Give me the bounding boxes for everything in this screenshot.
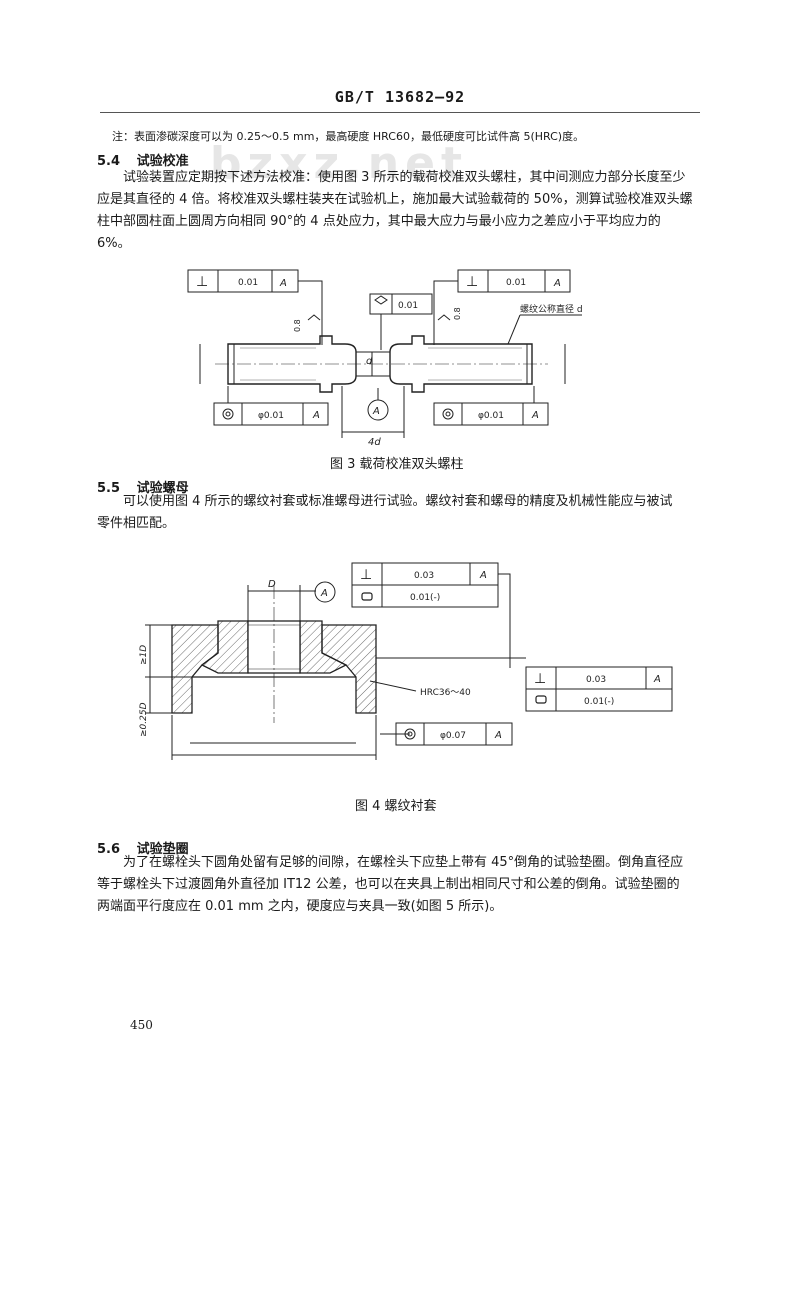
datum-label: A [279,278,287,289]
datum-label: A [312,410,320,421]
datum-label: A [494,730,502,741]
dimension-D: D [268,579,276,590]
flatness-tolerance: 0.01(-) [584,697,614,707]
datum-a-label: A [372,406,380,417]
figure-3-drawing: ⊥ 0.01 A ⊥ 0.01 A 0.01 0.8 0.8 螺纹公称直径 d … [187,269,583,448]
paragraph-line: 零件相匹配。 [97,516,176,531]
section-5-6-body: 为了在螺栓头下圆角处留有足够的间隙，在螺栓头下应垫上带有 45°倒角的试验垫圈。… [97,852,717,918]
dimension-d: d [366,356,373,367]
thread-label: 螺纹公称直径 d [520,303,583,315]
perp-tolerance: 0.01 [238,278,258,288]
paragraph-line: 6%。 [97,236,131,251]
figure-4-drawing: ⊥ 0.03 A 0.01(-) ⊥ 0.03 A 0.01(-) D A φ0… [139,562,673,760]
section-title: 试验校准 [136,154,189,169]
dimension-1D: ≥1D [139,645,149,665]
cylindricity-tolerance: 0.01 [398,301,418,311]
datum-label: A [653,674,661,685]
paragraph-line: 柱中部圆柱面上圆周方向相同 90°的 4 点处应力，其中最大应力与最小应力之差应… [97,214,661,229]
perp-symbol: ⊥ [534,671,546,687]
watermark: bzxz.net [210,138,469,189]
perp-tolerance: 0.01 [506,278,526,288]
flatness-tolerance: 0.01(-) [410,593,440,603]
datum-label: A [531,410,539,421]
section-5-4-body: 试验装置应定期按下述方法校准：使用图 3 所示的载荷校准双头螺柱，其中间测应力部… [97,167,717,255]
section-number: 5.6 [97,842,121,857]
section-5-5-body: 可以使用图 4 所示的螺纹衬套或标准螺母进行试验。螺纹衬套和螺母的精度及机械性能… [97,491,717,535]
concentricity-tolerance: φ0.01 [478,411,504,421]
dimension-4d: 4d [368,437,381,448]
flatness-icon [535,695,547,704]
section-number: 5.4 [97,154,121,169]
concentricity-tolerance: φ0.01 [258,411,284,421]
note-text: 注：表面渗碳深度可以为 0.25～0.5 mm，最高硬度 HRC60，最低硬度可… [112,130,585,143]
paragraph-line: 为了在螺栓头下圆角处留有足够的间隙，在螺栓头下应垫上带有 45°倒角的试验垫圈。… [123,855,684,870]
figure-4-caption: 图 4 螺纹衬套 [355,799,437,814]
perp-symbol: ⊥ [466,274,478,290]
paragraph-line: 应是其直径的 4 倍。将校准双头螺柱装夹在试验机上，施加最大试验载荷的 50%，… [97,192,693,207]
section-number: 5.5 [97,481,121,496]
paragraph-line: 可以使用图 4 所示的螺纹衬套或标准螺母进行试验。螺纹衬套和螺母的精度及机械性能… [123,494,673,509]
paragraph-line: 两端面平行度应在 0.01 mm 之内，硬度应与夹具一致(如图 5 所示)。 [97,899,503,914]
section-5-4-heading: 5.4 试验校准 [97,150,189,169]
datum-label: A [479,570,487,581]
section-5-5-heading: 5.5 试验螺母 [97,477,189,496]
header-rule [100,112,700,113]
concentricity-tolerance: φ0.07 [440,731,466,741]
section-title: 试验螺母 [136,481,189,496]
perp-tolerance: 0.03 [586,675,606,685]
roughness-value: 0.8 [293,319,302,332]
hardness-label: HRC36～40 [420,688,471,698]
paragraph-line: 等于螺栓头下过渡圆角外直径加 IT12 公差，也可以在夹具上制出相同尺寸和公差的… [97,877,680,892]
section-5-6-heading: 5.6 试验垫圈 [97,838,189,857]
dimension-025D: ≥0.25D [139,702,149,737]
perp-symbol: ⊥ [196,274,208,290]
flatness-icon [361,592,373,601]
datum-a-label: A [320,588,328,599]
page-number: 450 [130,1018,153,1032]
page-header: GB/T 13682—92 [334,88,466,106]
perp-tolerance: 0.03 [414,571,434,581]
datum-label: A [553,278,561,289]
perp-symbol: ⊥ [360,567,372,583]
paragraph-line: 试验装置应定期按下述方法校准：使用图 3 所示的载荷校准双头螺柱，其中间测应力部… [123,170,686,185]
section-title: 试验垫圈 [136,842,189,857]
roughness-value: 0.8 [453,307,462,320]
figure-3-caption: 图 3 载荷校准双头螺柱 [330,457,464,472]
